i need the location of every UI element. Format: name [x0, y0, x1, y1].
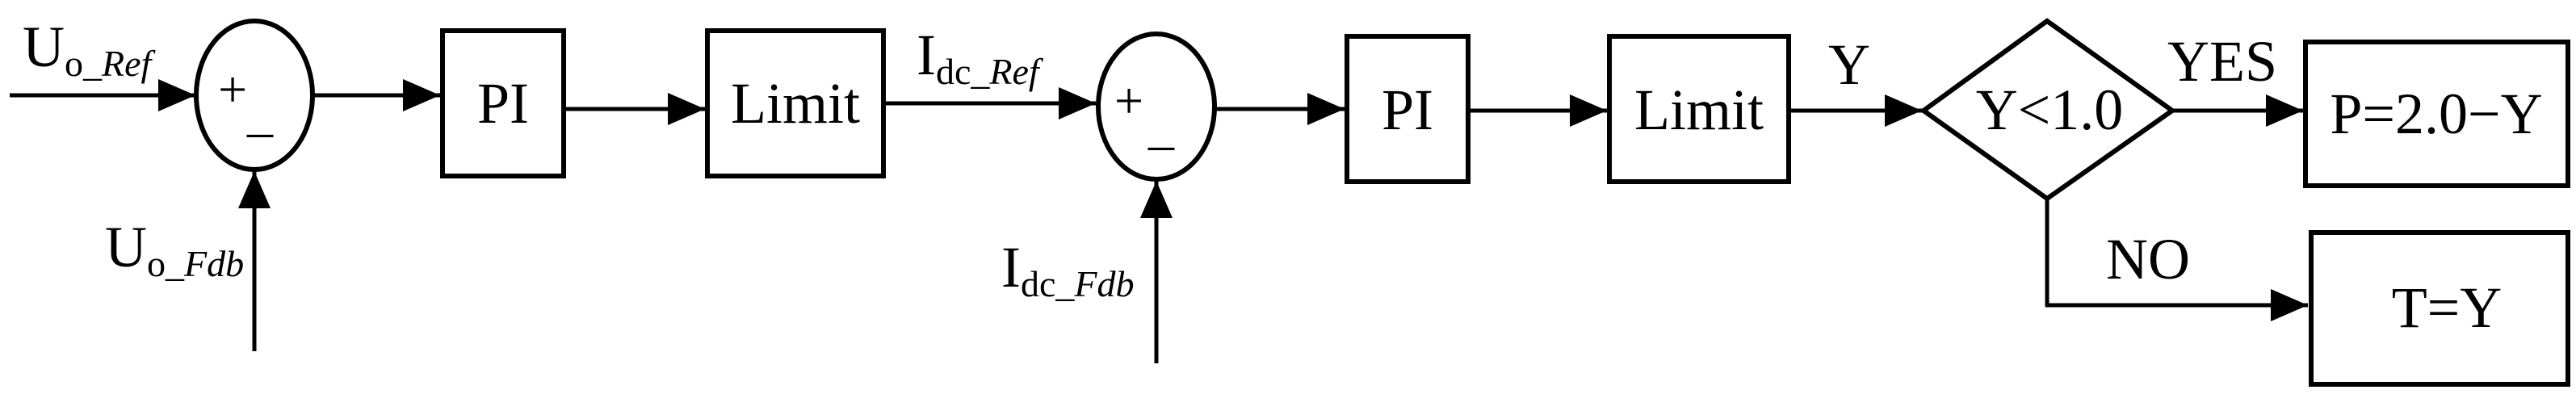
limit-block-2 — [1607, 34, 1791, 184]
no-result-block — [2309, 230, 2570, 387]
no-label: NO — [2106, 227, 2190, 291]
signal-y-label: Y — [1828, 32, 1870, 97]
summing-junction-1-plus: + — [218, 61, 247, 118]
limit-block-1 — [705, 28, 886, 178]
summing-junction-2-plus: + — [1114, 72, 1143, 129]
no-branch-wire — [2045, 199, 2308, 321]
limit-block-1-label: Limit — [731, 71, 860, 136]
decision-condition: Y<1.0 — [1976, 78, 2124, 142]
idc-fdb-label: Idc_Fdb — [1001, 235, 1135, 304]
uo-fdb-label: Uo_Fdb — [105, 215, 244, 284]
yes-result-block — [2303, 40, 2570, 188]
pi-block-1 — [440, 28, 566, 178]
pi-block-2-label: PI — [1382, 78, 1433, 142]
summing-junction-1-minus: _ — [246, 85, 274, 142]
pi-block-2 — [1345, 34, 1471, 184]
yes-result-label: P=2.0−Y — [2330, 82, 2542, 146]
summing-junction-1 — [194, 19, 315, 172]
idc-ref-label: Idc_Ref — [917, 23, 1044, 92]
summing-junction-2-minus: _ — [1147, 98, 1175, 155]
pi-block-1-label: PI — [477, 71, 529, 136]
summing-junction-2 — [1096, 31, 1217, 182]
yes-label: YES — [2167, 29, 2277, 94]
no-result-label: T=Y — [2392, 275, 2503, 340]
limit-block-2-label: Limit — [1634, 78, 1764, 142]
uo-ref-label: Uo_Ref — [23, 15, 157, 84]
